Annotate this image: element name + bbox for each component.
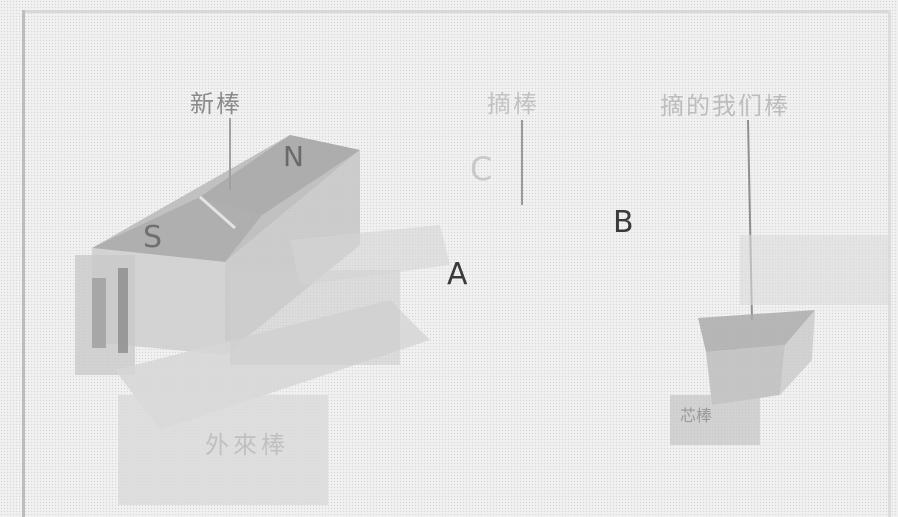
right-magnet-side [780, 310, 815, 395]
label-right-rod: 摘的我们棒 [660, 92, 790, 120]
frame-border-top [22, 10, 890, 13]
outer-case-panel [230, 270, 400, 365]
outer-case-base [118, 395, 328, 505]
pole-s-label: S [143, 220, 163, 255]
point-a-label: A [447, 257, 468, 292]
right-backdrop [740, 235, 890, 305]
magnet-n-segment [200, 135, 360, 215]
label-middle-rod: 摘棒 [487, 90, 539, 118]
pole-n-label: N [283, 140, 304, 173]
label-small: 芯棒 [680, 406, 713, 425]
case-diagonal-plate [290, 225, 450, 285]
right-magnet-base [670, 395, 760, 445]
left-bracket-rail [118, 268, 128, 353]
right-magnet-front [706, 345, 785, 405]
left-bracket-slot [92, 278, 106, 348]
frame-border-left [22, 10, 25, 517]
point-b-label: B [613, 205, 634, 240]
right-magnet-top [698, 310, 815, 352]
label-outer-magnet: 外來棒 [205, 431, 289, 459]
label-new-magnet: 新棒 [190, 90, 242, 118]
point-c-label: C [470, 150, 493, 188]
magnet-seam [199, 195, 236, 230]
